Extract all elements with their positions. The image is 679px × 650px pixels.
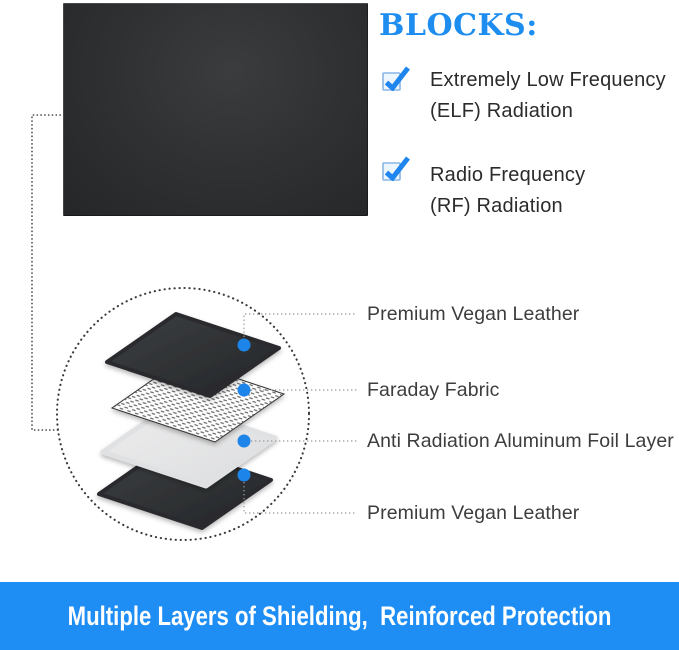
feature-rf-line1: Radio Frequency xyxy=(430,164,586,186)
banner-text: Multiple Layers of Shielding, Reinforced… xyxy=(67,600,612,631)
checkmark-icon xyxy=(384,156,410,181)
layer-label: Premium Vegan Leather xyxy=(367,303,580,325)
marker-dot-top-leather xyxy=(237,338,251,352)
checkmark-icon xyxy=(384,66,410,91)
callout-bracket-dotted-line xyxy=(31,114,65,431)
feature-elf-line1: Extremely Low Frequency xyxy=(430,69,666,91)
marker-dot-faraday xyxy=(237,383,251,397)
checkbox-checked-icon xyxy=(382,66,410,91)
faraday-fabric-weave-pattern xyxy=(112,360,284,442)
layer-label: Faraday Fabric xyxy=(367,379,500,401)
checkbox-checked-icon xyxy=(382,156,410,181)
layer-label: Anti Radiation Aluminum Foil Layer xyxy=(367,430,674,452)
marker-dot-foil xyxy=(237,434,251,448)
blocks-heading: BLOCKS: xyxy=(379,8,538,43)
layer-top-leather xyxy=(105,312,281,398)
zoom-circle-dotted xyxy=(55,286,311,542)
layer-label: Premium Vegan Leather xyxy=(367,502,580,524)
layer-faraday-fabric xyxy=(110,359,286,443)
feature-elf-line2: (ELF) Radiation xyxy=(430,100,574,122)
product-photo xyxy=(63,3,368,216)
marker-dot-bottom-leather xyxy=(237,468,251,482)
bottom-banner: Multiple Layers of Shielding, Reinforced… xyxy=(0,582,679,650)
feature-rf-line2: (RF) Radiation xyxy=(430,195,563,217)
